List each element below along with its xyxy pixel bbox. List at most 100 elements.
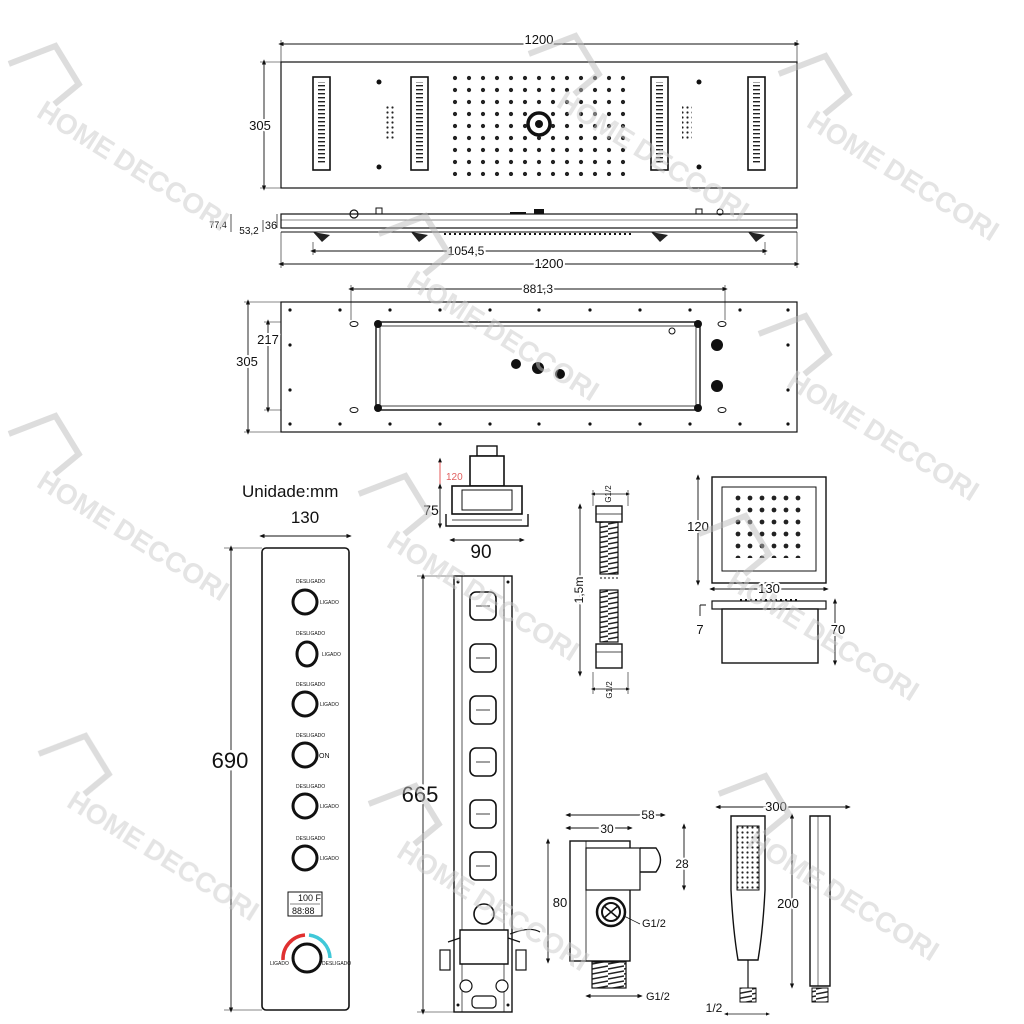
svg-text:HOME: HOME bbox=[782, 365, 870, 436]
waterfall-bar bbox=[312, 76, 331, 171]
watermark-logo: HOME DECCORI bbox=[377, 212, 604, 407]
body-jet-depth: 70 bbox=[831, 622, 845, 637]
valve-body: 120 75 90 bbox=[423, 445, 529, 563]
thermostat-knob[interactable] bbox=[291, 942, 323, 974]
power-knob[interactable] bbox=[291, 741, 319, 769]
body-jet-width: 130 bbox=[758, 581, 780, 596]
water-inlet-icon bbox=[711, 380, 723, 392]
water-inlet-icon bbox=[532, 362, 544, 374]
elbow-thread-side: G1/2 bbox=[642, 918, 666, 930]
thermostat-off-label: DESLIGADO bbox=[322, 961, 351, 967]
valve-cartridge bbox=[469, 799, 497, 829]
mist-nozzle bbox=[386, 105, 396, 139]
knob-off-label: DESLIGADO bbox=[296, 784, 325, 790]
svg-text:DECCORI: DECCORI bbox=[478, 312, 604, 407]
hand-shower-thread: 1/2 bbox=[706, 1001, 723, 1015]
back-inner-height: 217 bbox=[257, 332, 279, 347]
control-panel: 130 690 DESLIGADO LIGADO DESLIGADO LIGAD… bbox=[209, 508, 352, 1013]
knob-on-label: LIGADO bbox=[320, 856, 339, 862]
valve-cartridge bbox=[469, 591, 497, 621]
display-temperature: 100 F bbox=[298, 893, 322, 903]
hand-shower: 300 200 1/2 bbox=[706, 797, 851, 1016]
elbow-inner-width: 30 bbox=[600, 822, 614, 836]
watermark-logo: HOME DECCORI bbox=[7, 412, 234, 607]
water-inlet-icon bbox=[711, 339, 723, 351]
function-knob[interactable] bbox=[295, 640, 319, 668]
top-panel-side-view: 77,4 53,2 36 1054,5 1200 bbox=[209, 207, 800, 273]
knob-off-label: DESLIGADO bbox=[296, 733, 325, 739]
svg-text:DECCORI: DECCORI bbox=[108, 142, 234, 237]
svg-text:DECCORI: DECCORI bbox=[108, 512, 234, 607]
shower-hose: G1/2 1,5m G1/2 bbox=[570, 485, 631, 699]
valve-width: 90 bbox=[470, 542, 491, 563]
svg-text:HOME: HOME bbox=[62, 785, 150, 856]
valve-height-total: 120 bbox=[446, 472, 463, 483]
waterfall-bar bbox=[650, 76, 669, 171]
svg-text:DECCORI: DECCORI bbox=[628, 132, 754, 227]
side-total-width: 1200 bbox=[535, 256, 564, 271]
waterfall-bar bbox=[410, 76, 429, 171]
elbow-thread-bottom: G1/2 bbox=[646, 991, 670, 1003]
svg-text:HOME: HOME bbox=[402, 265, 490, 336]
watermark-logo: HOME DECCORI bbox=[777, 52, 1004, 247]
hand-shower-height: 200 bbox=[777, 896, 799, 911]
svg-text:DECCORI: DECCORI bbox=[858, 412, 984, 507]
knob-on-label: LIGADO bbox=[320, 600, 339, 606]
watermark-logo: HOME DECCORI bbox=[7, 42, 234, 237]
valve-cartridge bbox=[469, 643, 497, 673]
side-depth-mid: 53,2 bbox=[239, 226, 259, 237]
svg-text:HOME: HOME bbox=[32, 465, 120, 536]
knob-on-label: LIGADO bbox=[320, 702, 339, 708]
valve-bar: 665 bbox=[399, 573, 541, 1015]
knob-on-label: LIGADO bbox=[320, 804, 339, 810]
knob-off-label: DESLIGADO bbox=[296, 579, 325, 585]
elbow-height: 28 bbox=[675, 857, 689, 871]
hot-arc bbox=[281, 933, 306, 961]
side-inner-width: 1054,5 bbox=[448, 244, 485, 258]
valve-cartridge bbox=[469, 695, 497, 725]
svg-text:DECCORI: DECCORI bbox=[138, 832, 264, 927]
elbow-total-height: 80 bbox=[553, 895, 567, 910]
function-knob[interactable] bbox=[291, 844, 319, 872]
body-jet-face: 7 bbox=[696, 622, 703, 637]
top-panel-height: 305 bbox=[249, 118, 271, 133]
control-panel-width: 130 bbox=[291, 508, 319, 527]
wall-elbow: 30 58 28 80 G1/2 G1/2 bbox=[545, 806, 691, 1003]
watermark-logo: HOME DECCORI bbox=[757, 312, 984, 507]
hose-length: 1,5m bbox=[572, 577, 586, 604]
svg-text:DECCORI: DECCORI bbox=[818, 872, 944, 967]
svg-text:HOME: HOME bbox=[382, 525, 470, 596]
side-depth-body: 36 bbox=[265, 220, 277, 232]
mist-nozzle bbox=[682, 105, 692, 139]
back-inner-width: 881,3 bbox=[523, 282, 553, 296]
valve-cartridge bbox=[469, 747, 497, 777]
valve-cartridge bbox=[469, 851, 497, 881]
svg-text:DECCORI: DECCORI bbox=[878, 152, 1004, 247]
knob-off-label: DESLIGADO bbox=[296, 836, 325, 842]
function-knob[interactable] bbox=[291, 690, 319, 718]
display-time: 88:88 bbox=[292, 906, 315, 916]
unit-label: Unidade:mm bbox=[242, 482, 338, 501]
knob-off-label: DESLIGADO bbox=[296, 631, 325, 637]
function-knob[interactable] bbox=[291, 588, 319, 616]
power-label: ON bbox=[319, 753, 330, 760]
knob-off-label: DESLIGADO bbox=[296, 682, 325, 688]
hose-thread-top: G1/2 bbox=[604, 485, 613, 503]
control-panel-height: 690 bbox=[212, 748, 249, 773]
water-inlet-icon bbox=[555, 369, 565, 379]
elbow-width: 58 bbox=[641, 808, 655, 822]
top-panel-front-view: 1200 305 bbox=[247, 30, 800, 191]
top-panel-back-view: 881,3 305 217 bbox=[234, 280, 798, 435]
knob-on-label: LIGADO bbox=[322, 652, 341, 658]
top-panel-width: 1200 bbox=[525, 32, 554, 47]
thermostat-on-label: LIGADO bbox=[270, 961, 289, 967]
water-inlet-icon bbox=[511, 359, 521, 369]
waterfall-bar bbox=[747, 76, 766, 171]
hose-thread-bottom: G1/2 bbox=[605, 681, 614, 699]
svg-text:HOME: HOME bbox=[802, 105, 890, 176]
cold-arc bbox=[308, 933, 332, 959]
function-knob[interactable] bbox=[291, 792, 319, 820]
back-height: 305 bbox=[236, 354, 258, 369]
side-depth-total: 77,4 bbox=[209, 220, 227, 230]
